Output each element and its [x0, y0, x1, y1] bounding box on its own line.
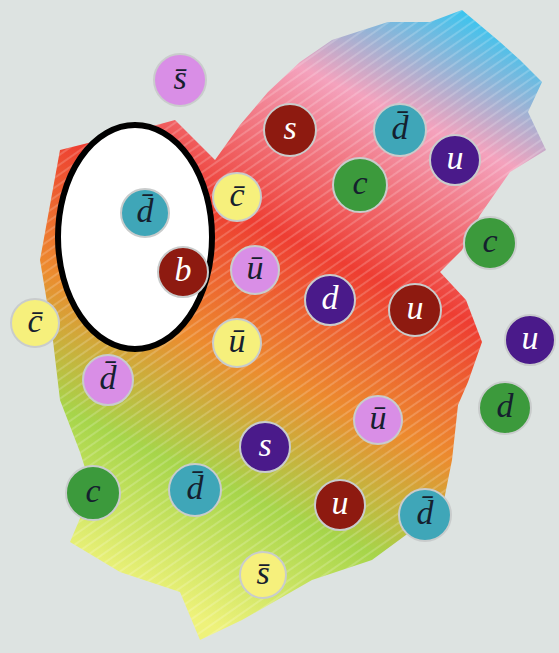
splash-shape [40, 10, 546, 640]
quark-label: c [352, 166, 367, 204]
quark-circle: u [388, 283, 442, 337]
quark-label: c [482, 224, 497, 262]
quark-circle: c [332, 157, 388, 213]
quark-circle: d̄ [398, 488, 452, 542]
quark-label: u [407, 291, 424, 329]
quark-circle: d [304, 274, 356, 326]
quark-label: b [175, 253, 192, 291]
quark-circle: c [463, 216, 517, 270]
quark-circle: ū [353, 395, 403, 445]
quark-label: u [522, 321, 539, 359]
oval-shape [55, 122, 215, 352]
quark-label: ū [370, 401, 387, 439]
quark-circle: d̄ [120, 188, 170, 238]
quark-label: d̄ [187, 471, 204, 509]
quark-circle: u [314, 479, 366, 531]
quark-circle: d̄ [373, 103, 427, 157]
quark-circle: s [263, 103, 317, 157]
quark-label: d̄ [137, 194, 154, 232]
quark-circle: d̄ [168, 463, 222, 517]
quark-label: c̄ [229, 178, 244, 216]
splash-texture [40, 10, 546, 640]
quark-circle: s [239, 421, 291, 473]
quark-label: d̄ [392, 111, 409, 149]
quark-circle: c̄ [212, 172, 262, 222]
quark-label: c̄ [27, 304, 42, 342]
quark-label: d [497, 389, 514, 427]
quark-circle: ū [212, 318, 262, 368]
quark-circle: s̄ [153, 53, 207, 107]
quark-circle: b [157, 246, 209, 298]
quark-circle: d [478, 381, 532, 435]
quark-label: s [258, 428, 271, 466]
quark-label: u [447, 141, 464, 179]
quark-circle: s̄ [239, 551, 287, 599]
quark-label: d̄ [417, 496, 434, 534]
quark-label: d̄ [100, 361, 117, 399]
quark-label: c [85, 474, 100, 512]
quark-label: ū [229, 324, 246, 362]
quark-circle: ū [230, 245, 280, 295]
quark-circle: u [504, 314, 556, 366]
quark-label: ū [247, 251, 264, 289]
quark-circle: d̄ [82, 354, 134, 406]
oval-outline [58, 125, 212, 349]
quark-circle: c̄ [10, 298, 60, 348]
quark-label: s̄ [256, 556, 269, 594]
hadron-outline: d̄ b [55, 122, 215, 352]
quark-label: s [283, 111, 296, 149]
quark-label: u [332, 486, 349, 524]
quark-circle: u [429, 134, 481, 186]
quark-circle: c [65, 465, 121, 521]
quark-label: s̄ [173, 61, 186, 99]
quark-label: d [322, 281, 339, 319]
